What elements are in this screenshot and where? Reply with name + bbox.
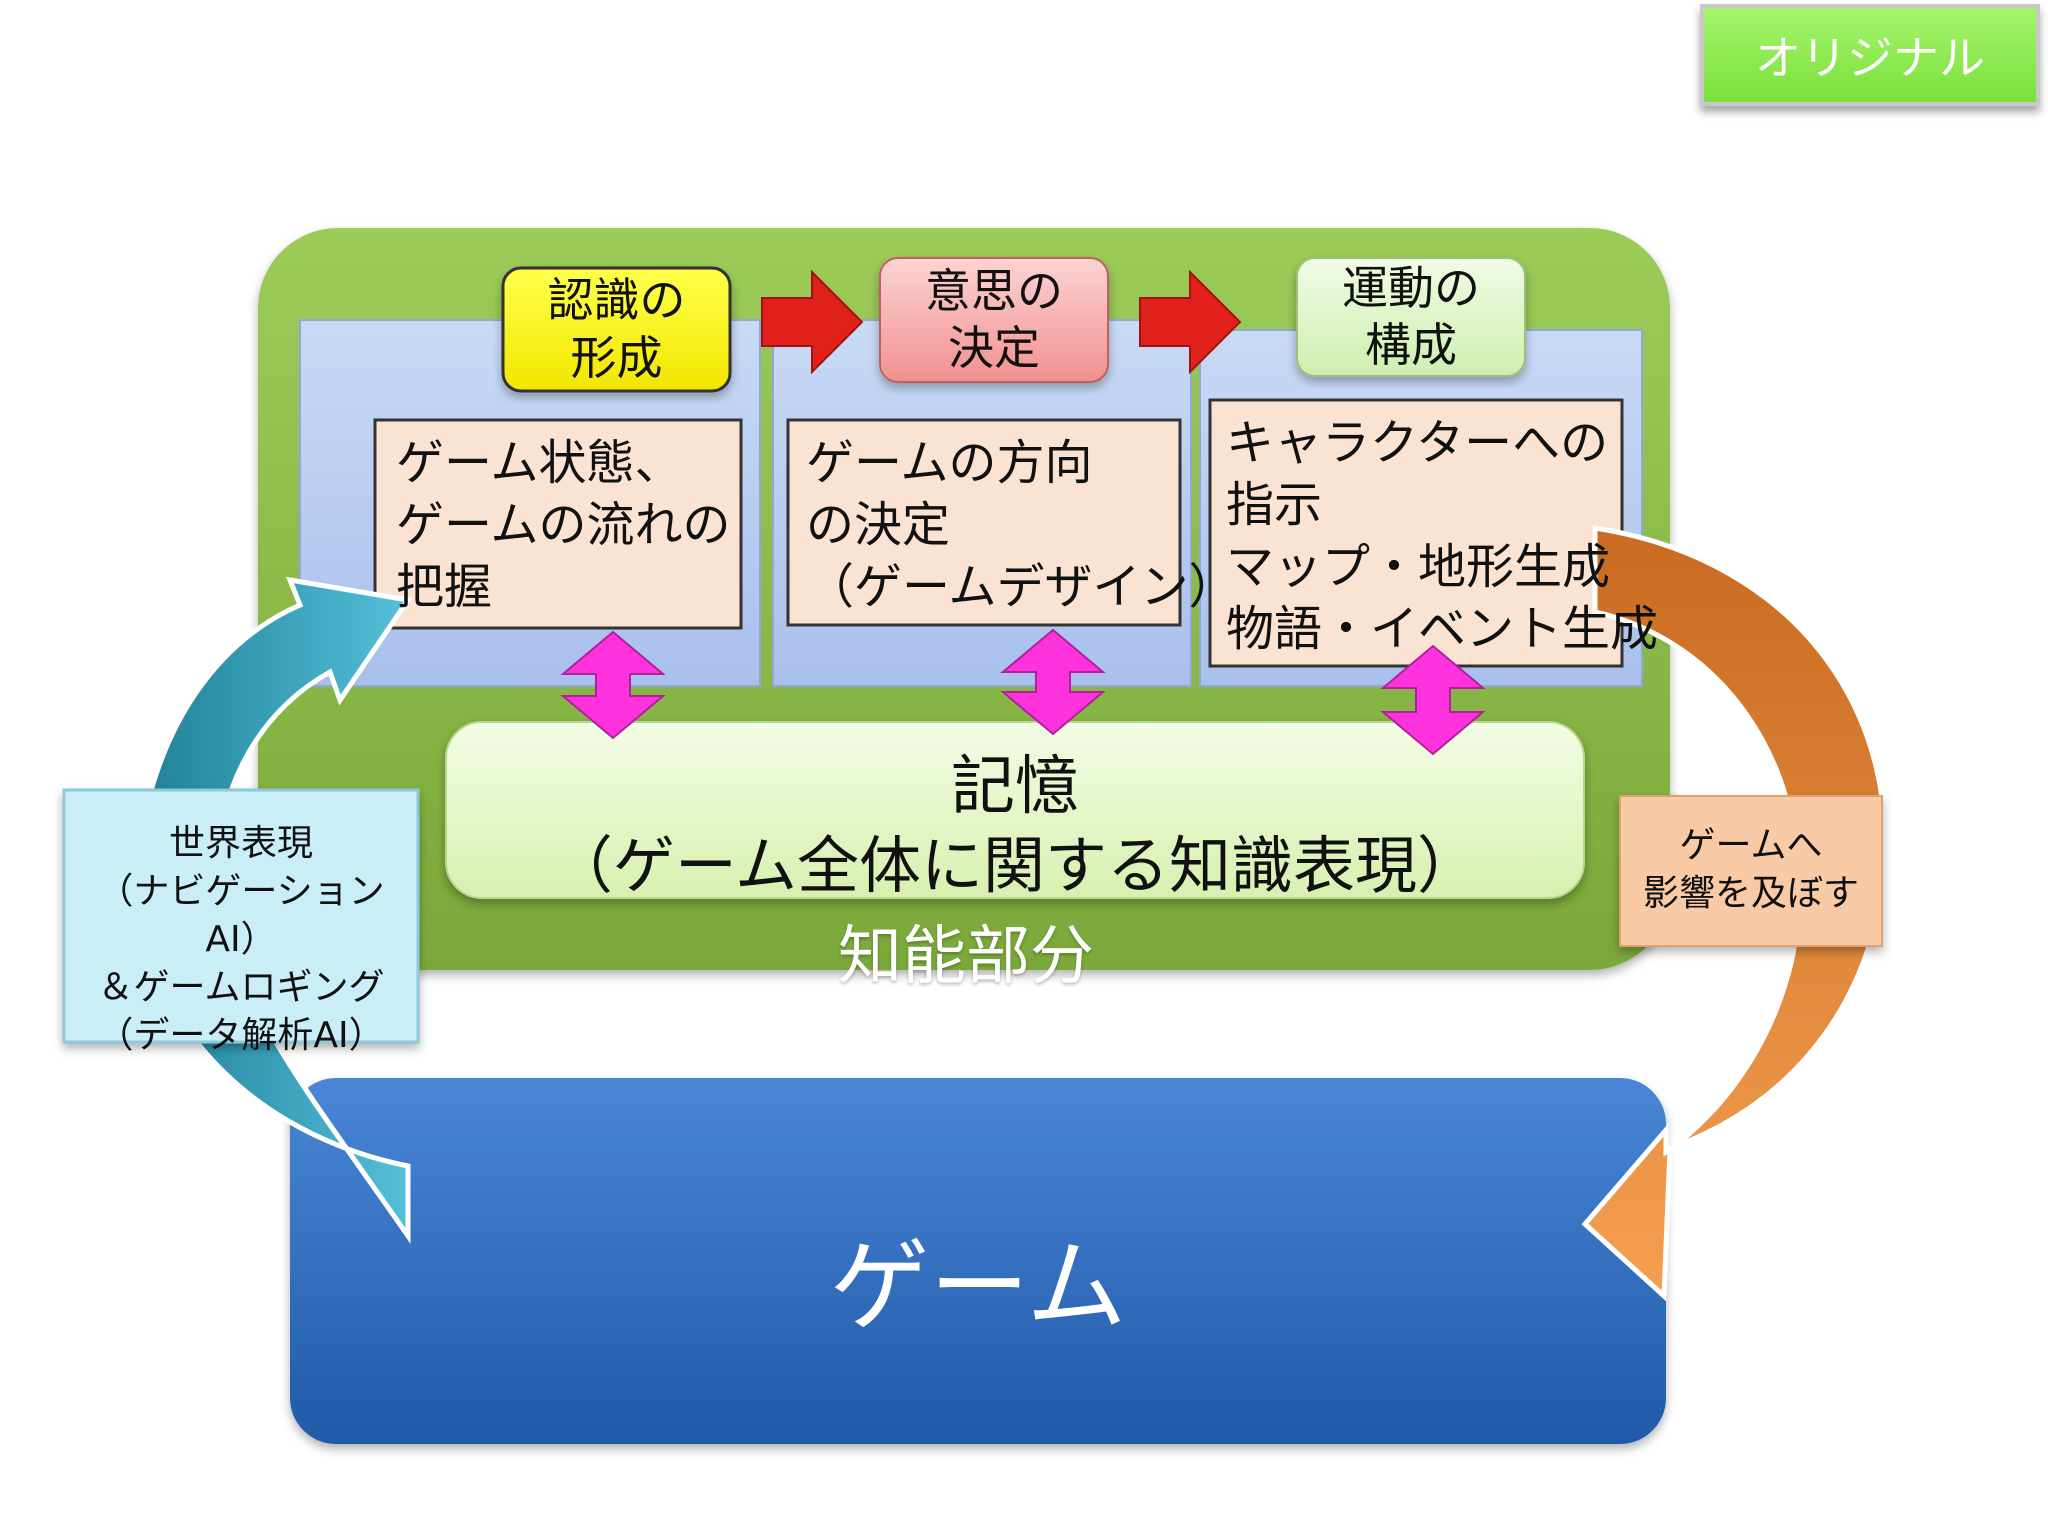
game-label: ゲーム <box>829 1228 1127 1345</box>
game-block <box>290 1078 1666 1444</box>
right-loop-arrow <box>1581 525 1888 1302</box>
flow-arrow-2 <box>1139 269 1242 375</box>
right-note-box <box>1619 795 1883 947</box>
memory-arrow-1 <box>560 630 666 740</box>
side-notes <box>62 788 1883 1044</box>
left-note-text: 世界表現 （ナビゲーションAI） ＆ゲームロギング （データ解析AI） <box>97 823 385 1056</box>
original-badge: オリジナル <box>1700 4 2040 106</box>
flow-arrow-1 <box>761 269 864 375</box>
title-box-decision <box>879 257 1109 383</box>
memory-subtitle: （ゲーム全体に関する知識表現） <box>550 829 1480 902</box>
title-box-recognition <box>501 266 732 393</box>
memory-arrow-3 <box>1380 644 1486 756</box>
memory-block <box>445 721 1585 899</box>
step-title-decision: 意思の 決定 <box>925 263 1063 376</box>
memory-arrows <box>560 628 1486 756</box>
left-note-box <box>62 788 420 1044</box>
step-title-recognition: 認識の 形成 <box>547 273 686 385</box>
step-title-action: 運動の 構成 <box>1342 260 1480 373</box>
step-desc-action: キャラクターへの 指示 マップ・地形生成 物語・イベント生成 <box>1226 415 1659 657</box>
desc-box-recognition <box>373 418 743 630</box>
desc-box-decision <box>786 418 1182 627</box>
step-desc-recognition: ゲーム状態、 ゲームの流れの 把握 <box>396 435 731 615</box>
flow-arrows <box>761 269 1242 375</box>
title-box-action <box>1296 257 1526 377</box>
intelligence-label: 知能部分 <box>838 920 1094 994</box>
memory-title: 記憶 <box>951 750 1079 824</box>
right-note-text: ゲームへ 影響を及ぼす <box>1642 825 1859 914</box>
step-title-boxes <box>501 257 1526 393</box>
desc-box-action <box>1208 398 1624 668</box>
memory-arrow-2 <box>1000 628 1106 736</box>
description-boxes <box>373 398 1624 668</box>
step-desc-decision: ゲームの方向 の決定 （ゲームデザイン） <box>806 435 1237 615</box>
